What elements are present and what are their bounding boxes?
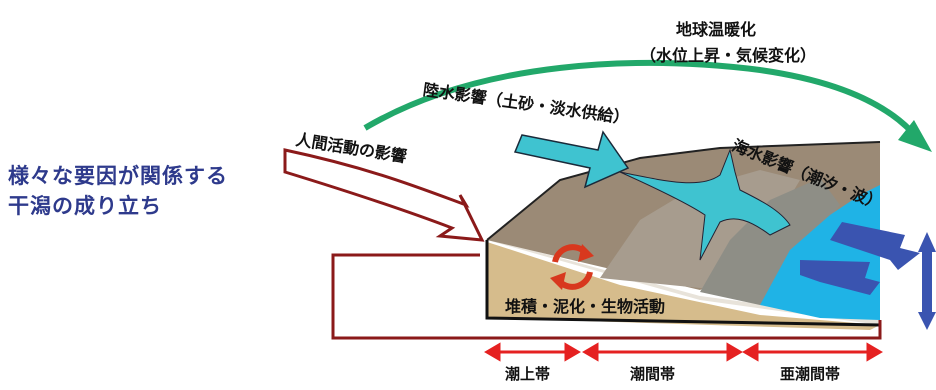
river-arrow-icon (513, 130, 630, 189)
caption-line-2: 干潟の成り立ち (8, 194, 162, 218)
land-band-3 (700, 178, 840, 305)
caption-line-1: 様々な要因が関係する (8, 164, 228, 188)
green-arrow-head (898, 120, 932, 152)
feedback-loop (331, 253, 882, 340)
tide-vertical-arrow-icon (918, 232, 936, 330)
zone-arrows (484, 342, 883, 362)
wave-double-arrow-icon (830, 222, 920, 270)
global-warming-label: 地球温暖化 (676, 20, 757, 39)
flat-outline (486, 141, 881, 241)
green-curved-arrow-icon (363, 60, 913, 133)
zone-intertidal: 潮間帯 (630, 365, 676, 383)
river-channel (619, 148, 791, 261)
zone-supratidal: 潮上帯 (505, 365, 551, 383)
wave-arrow-back (800, 260, 880, 295)
sand-body (487, 242, 880, 330)
human-impact-arrow-icon (283, 148, 485, 242)
bottom-outline (485, 240, 881, 327)
zone-subtidal: 亜潮間帯 (780, 365, 841, 383)
sediment-label: 堆積・泥化・生物活動 (505, 297, 666, 316)
global-warming-detail-label: （水位上昇・気候変化） (640, 46, 817, 65)
cycle-arrows-icon (550, 244, 594, 290)
